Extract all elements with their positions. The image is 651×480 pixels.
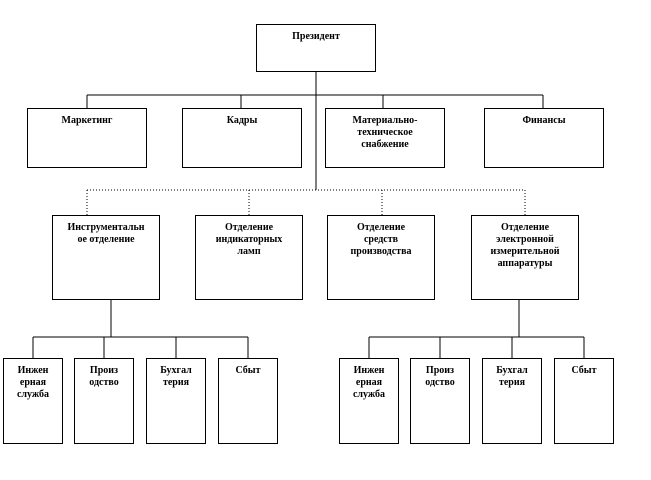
node-left-production-label: Произ одство [89, 365, 119, 388]
node-marketing: Маркетинг [27, 108, 147, 168]
node-right-sales: Сбыт [554, 358, 614, 444]
node-finance-label: Финансы [522, 115, 566, 126]
node-staff-label: Кадры [226, 115, 258, 126]
node-right-accounting-label: Бухгал терия [496, 365, 528, 388]
node-right-engineering: Инжен ерная служба [339, 358, 399, 444]
node-president-label: Президент [292, 31, 340, 42]
node-left-accounting-label: Бухгал терия [160, 365, 192, 388]
node-right-production: Произ одство [410, 358, 470, 444]
node-right-engineering-label: Инжен ерная служба [352, 365, 386, 400]
node-production-means-label: Отделение средств производства [350, 222, 412, 257]
node-tool-department-label: Инструментальн ое отделение [67, 222, 145, 245]
node-left-sales-label: Сбыт [235, 365, 261, 376]
node-finance: Финансы [484, 108, 604, 168]
node-supply-label: Материально- техническое снабжение [352, 115, 418, 150]
node-indicator-lamps-label: Отделение индикаторных ламп [215, 222, 283, 257]
node-right-production-label: Произ одство [425, 365, 455, 388]
node-left-sales: Сбыт [218, 358, 278, 444]
node-staff: Кадры [182, 108, 302, 168]
node-tool-department: Инструментальн ое отделение [52, 215, 160, 300]
node-left-production: Произ одство [74, 358, 134, 444]
node-right-accounting: Бухгал терия [482, 358, 542, 444]
node-production-means: Отделение средств производства [327, 215, 435, 300]
node-left-engineering-label: Инжен ерная служба [16, 365, 50, 400]
node-indicator-lamps: Отделение индикаторных ламп [195, 215, 303, 300]
node-president: Президент [256, 24, 376, 72]
node-marketing-label: Маркетинг [61, 115, 113, 126]
node-left-engineering: Инжен ерная служба [3, 358, 63, 444]
node-electronic-equipment: Отделение электронной измерительной аппа… [471, 215, 579, 300]
node-left-accounting: Бухгал терия [146, 358, 206, 444]
node-right-sales-label: Сбыт [571, 365, 597, 376]
node-electronic-equipment-label: Отделение электронной измерительной аппа… [490, 222, 560, 269]
node-supply: Материально- техническое снабжение [325, 108, 445, 168]
